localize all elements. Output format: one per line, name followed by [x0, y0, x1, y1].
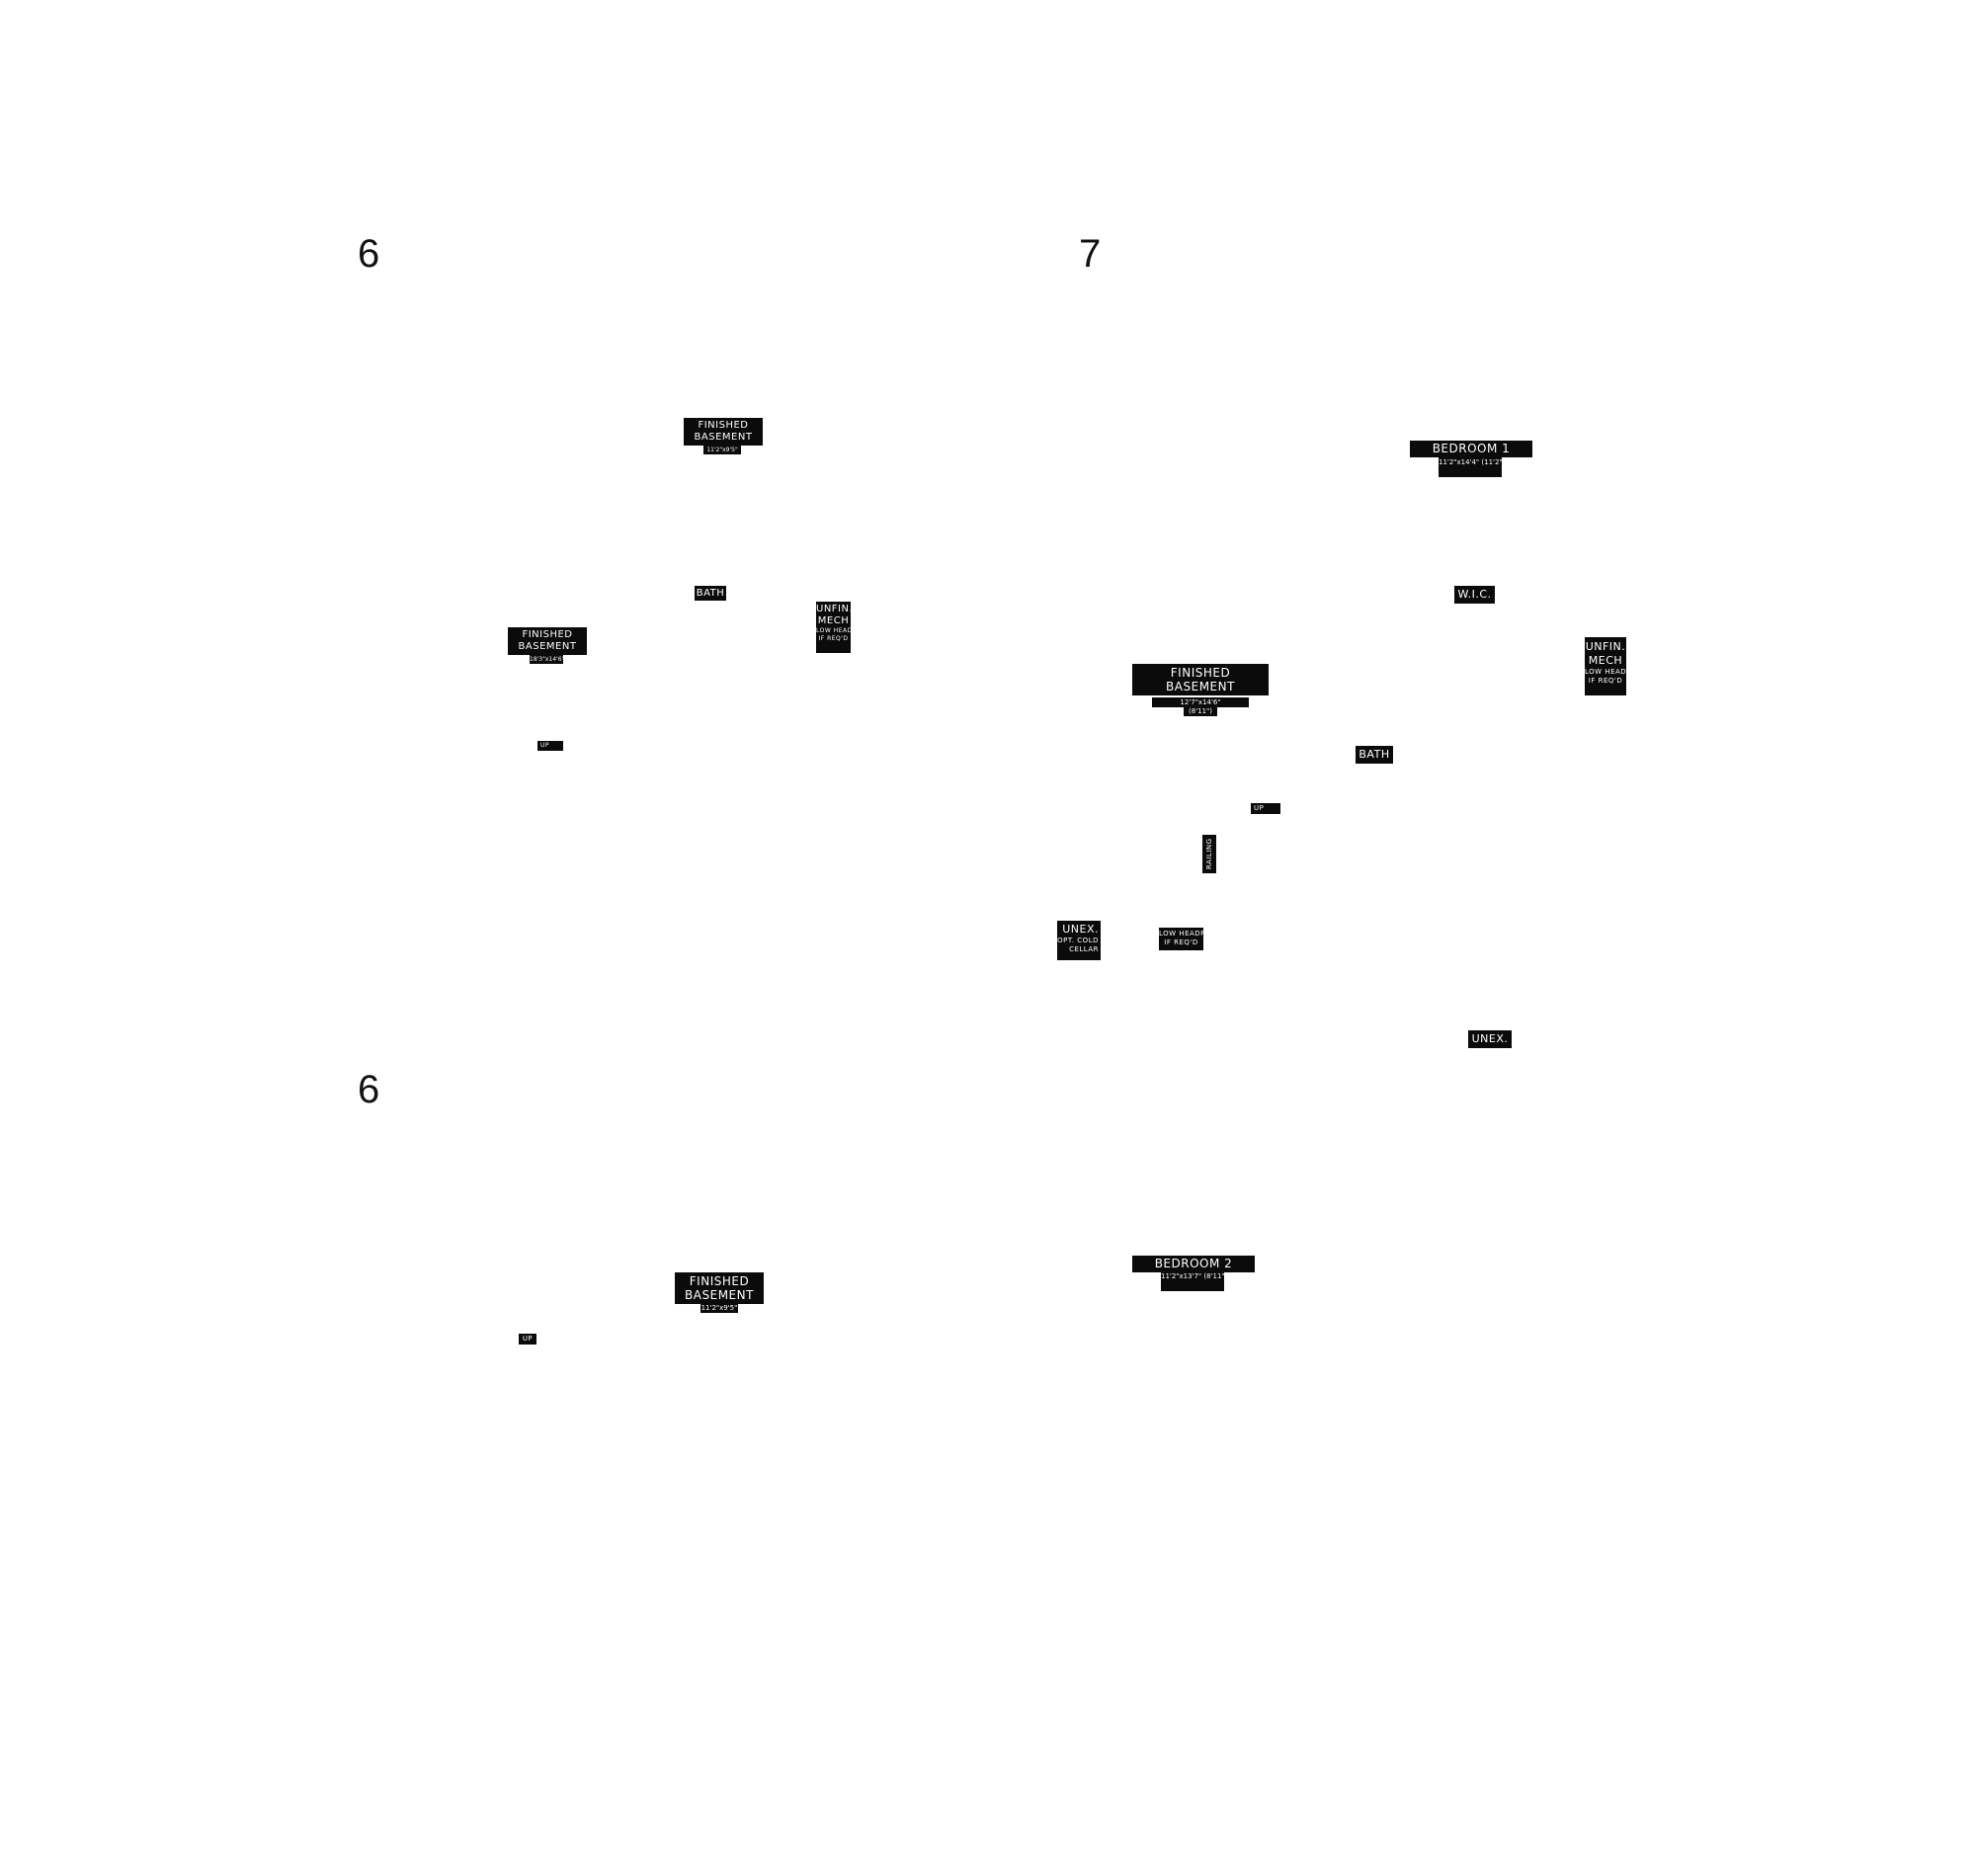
room-dimensions-line: 11'2"x13'7" — [1161, 1272, 1202, 1280]
room-note: LOW HEADROOM — [816, 627, 851, 634]
room-name-line: UNEX. — [1062, 923, 1099, 936]
room-name-line: BASEMENT — [1166, 680, 1235, 693]
room-name-line: FINISHED — [689, 1274, 750, 1288]
room-note: IF REQ'D — [818, 635, 849, 642]
room-dimensions-line: (11'2")x(9'10") — [1481, 458, 1502, 466]
room-label-wic: W.I.C. — [1454, 586, 1495, 604]
panel-number-bottom-left: 6 — [358, 1068, 380, 1111]
room-dimensions: (8'11") — [1184, 707, 1217, 716]
room-name-line: BASEMENT — [518, 641, 577, 652]
room-note: IF REQ'D — [1164, 938, 1198, 946]
stair-up-label: UP — [537, 741, 563, 751]
stair-up-label: UP — [519, 1334, 536, 1345]
room-dimensions: 12'7"x14'6" — [1152, 697, 1249, 707]
room-label-unex-cold-cellar: UNEX. OPT. COLD CELLAR — [1057, 921, 1101, 960]
room-note: OPT. COLD — [1057, 937, 1099, 944]
room-name-line: BASEMENT — [694, 432, 753, 443]
panel-number-top-right: 7 — [1079, 232, 1102, 276]
room-label-unfin-mech: UNFIN. MECH LOW HEADROOM IF REQ'D — [816, 602, 851, 653]
stair-up-label: UP — [1251, 803, 1280, 814]
room-label-finished-basement: FINISHED BASEMENT — [675, 1272, 764, 1304]
room-name-line: UNFIN. — [816, 604, 851, 614]
room-label-bedroom-1: BEDROOM 1 — [1410, 441, 1532, 457]
room-dimensions: 11'2"x14'4" (11'2")x(9'10") — [1439, 457, 1502, 477]
room-note: LOW HEADROOM — [1585, 668, 1626, 676]
room-dimensions-line: (8'11") — [1203, 1272, 1224, 1280]
room-label-bedroom-2: BEDROOM 2 — [1132, 1256, 1255, 1272]
room-name-line: FINISHED — [522, 629, 573, 640]
room-label-unex: UNEX. — [1468, 1030, 1512, 1048]
panel-number-top-left: 6 — [358, 232, 380, 276]
room-label-finished-basement: FINISHED BASEMENT — [1132, 664, 1269, 695]
room-name-line: BASEMENT — [685, 1288, 754, 1302]
room-dimensions: 18'3"x14'6" — [530, 655, 563, 664]
room-dimensions: 11'2"x13'7" (8'11") — [1161, 1272, 1224, 1291]
room-name-line: FINISHED — [698, 420, 749, 431]
low-headroom-note: LOW HEADROOM IF REQ'D — [1159, 928, 1203, 950]
room-note: LOW HEADROOM — [1159, 930, 1203, 938]
room-name-line: MECH — [1588, 654, 1623, 667]
room-name-line: MECH — [817, 615, 850, 626]
room-note: CELLAR — [1069, 945, 1099, 953]
railing-label: RAILING — [1202, 835, 1216, 873]
room-label-finished-basement: FINISHED BASEMENT — [684, 418, 763, 446]
room-label-unfin-mech: UNFIN. MECH LOW HEADROOM IF REQ'D — [1585, 637, 1626, 695]
room-name-line: FINISHED — [1170, 666, 1231, 680]
room-name-line: UNFIN. — [1585, 640, 1626, 653]
room-label-bath: BATH — [1356, 746, 1393, 764]
room-dimensions: 11'2"x9'5" — [700, 1304, 738, 1313]
room-dimensions-line: 11'2"x14'4" — [1439, 458, 1480, 466]
room-label-finished-basement: FINISHED BASEMENT — [508, 627, 587, 655]
room-dimensions: 11'2"x9'5" — [703, 446, 741, 454]
room-note: IF REQ'D — [1588, 677, 1623, 685]
room-label-bath: BATH — [695, 586, 726, 601]
